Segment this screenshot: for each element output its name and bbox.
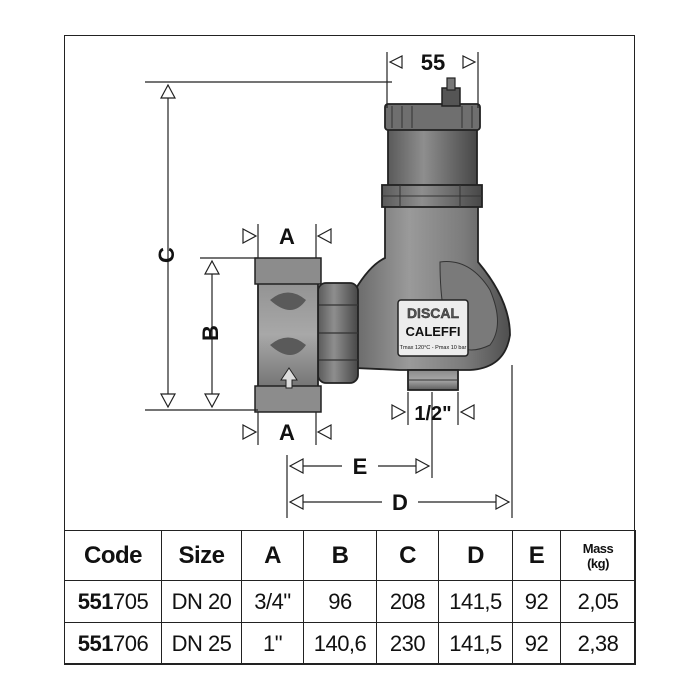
cell-e: 92 — [512, 580, 561, 623]
cell-a: 1" — [241, 622, 304, 665]
dim-d-label: D — [392, 490, 408, 515]
cell-d: 141,5 — [438, 622, 513, 665]
table-row: 551706 DN 25 1" 140,6 230 141,5 92 2,38 — [64, 622, 636, 665]
code-prefix: 551 — [77, 588, 114, 614]
spec-table: Code Size A B C D E Mass (kg) 551705 DN … — [64, 530, 636, 665]
header-b: B — [303, 530, 377, 581]
cell-mass: 2,05 — [560, 580, 636, 623]
dim-a-bottom-label: A — [279, 420, 295, 445]
nameplate: DISCAL CALEFFI Tmax 120°C - Pmax 10 bar — [397, 299, 469, 357]
cell-b: 96 — [303, 580, 377, 623]
cell-b: 140,6 — [303, 622, 377, 665]
dim-e-label: E — [353, 454, 368, 479]
header-mass-line2: (kg) — [587, 555, 609, 571]
header-code: Code — [64, 530, 162, 581]
cell-code: 551706 — [64, 622, 162, 665]
header-a: A — [241, 530, 304, 581]
cell-size: DN 25 — [161, 622, 242, 665]
table-header-row: Code Size A B C D E Mass (kg) — [64, 530, 636, 581]
header-e: E — [512, 530, 561, 581]
dim-b-label: B — [198, 325, 223, 341]
dim-c-label: C — [154, 247, 179, 263]
table-row: 551705 DN 20 3/4" 96 208 141,5 92 2,05 — [64, 580, 636, 623]
header-mass-line1: Mass — [582, 540, 614, 556]
cell-c: 208 — [376, 580, 439, 623]
cell-a: 3/4" — [241, 580, 304, 623]
header-c: C — [376, 530, 439, 581]
cell-c: 230 — [376, 622, 439, 665]
rating-text: Tmax 120°C - Pmax 10 bar — [400, 345, 467, 351]
cell-e: 92 — [512, 622, 561, 665]
dimension-lines — [145, 52, 513, 518]
dim-a-top-label: A — [279, 224, 295, 249]
code-suffix: 705 — [113, 588, 149, 614]
header-d: D — [438, 530, 513, 581]
header-mass: Mass (kg) — [560, 530, 636, 581]
dim-drain-label: 1/2" — [414, 403, 451, 425]
cell-d: 141,5 — [438, 580, 513, 623]
code-suffix: 706 — [113, 630, 149, 656]
code-prefix: 551 — [77, 630, 114, 656]
cell-mass: 2,38 — [560, 622, 636, 665]
brand-caleffi: CALEFFI — [406, 324, 461, 339]
dim-55-label: 55 — [421, 50, 445, 75]
cell-code: 551705 — [64, 580, 162, 623]
brand-discal: DISCAL — [407, 305, 460, 321]
cell-size: DN 20 — [161, 580, 242, 623]
header-size: Size — [161, 530, 242, 581]
